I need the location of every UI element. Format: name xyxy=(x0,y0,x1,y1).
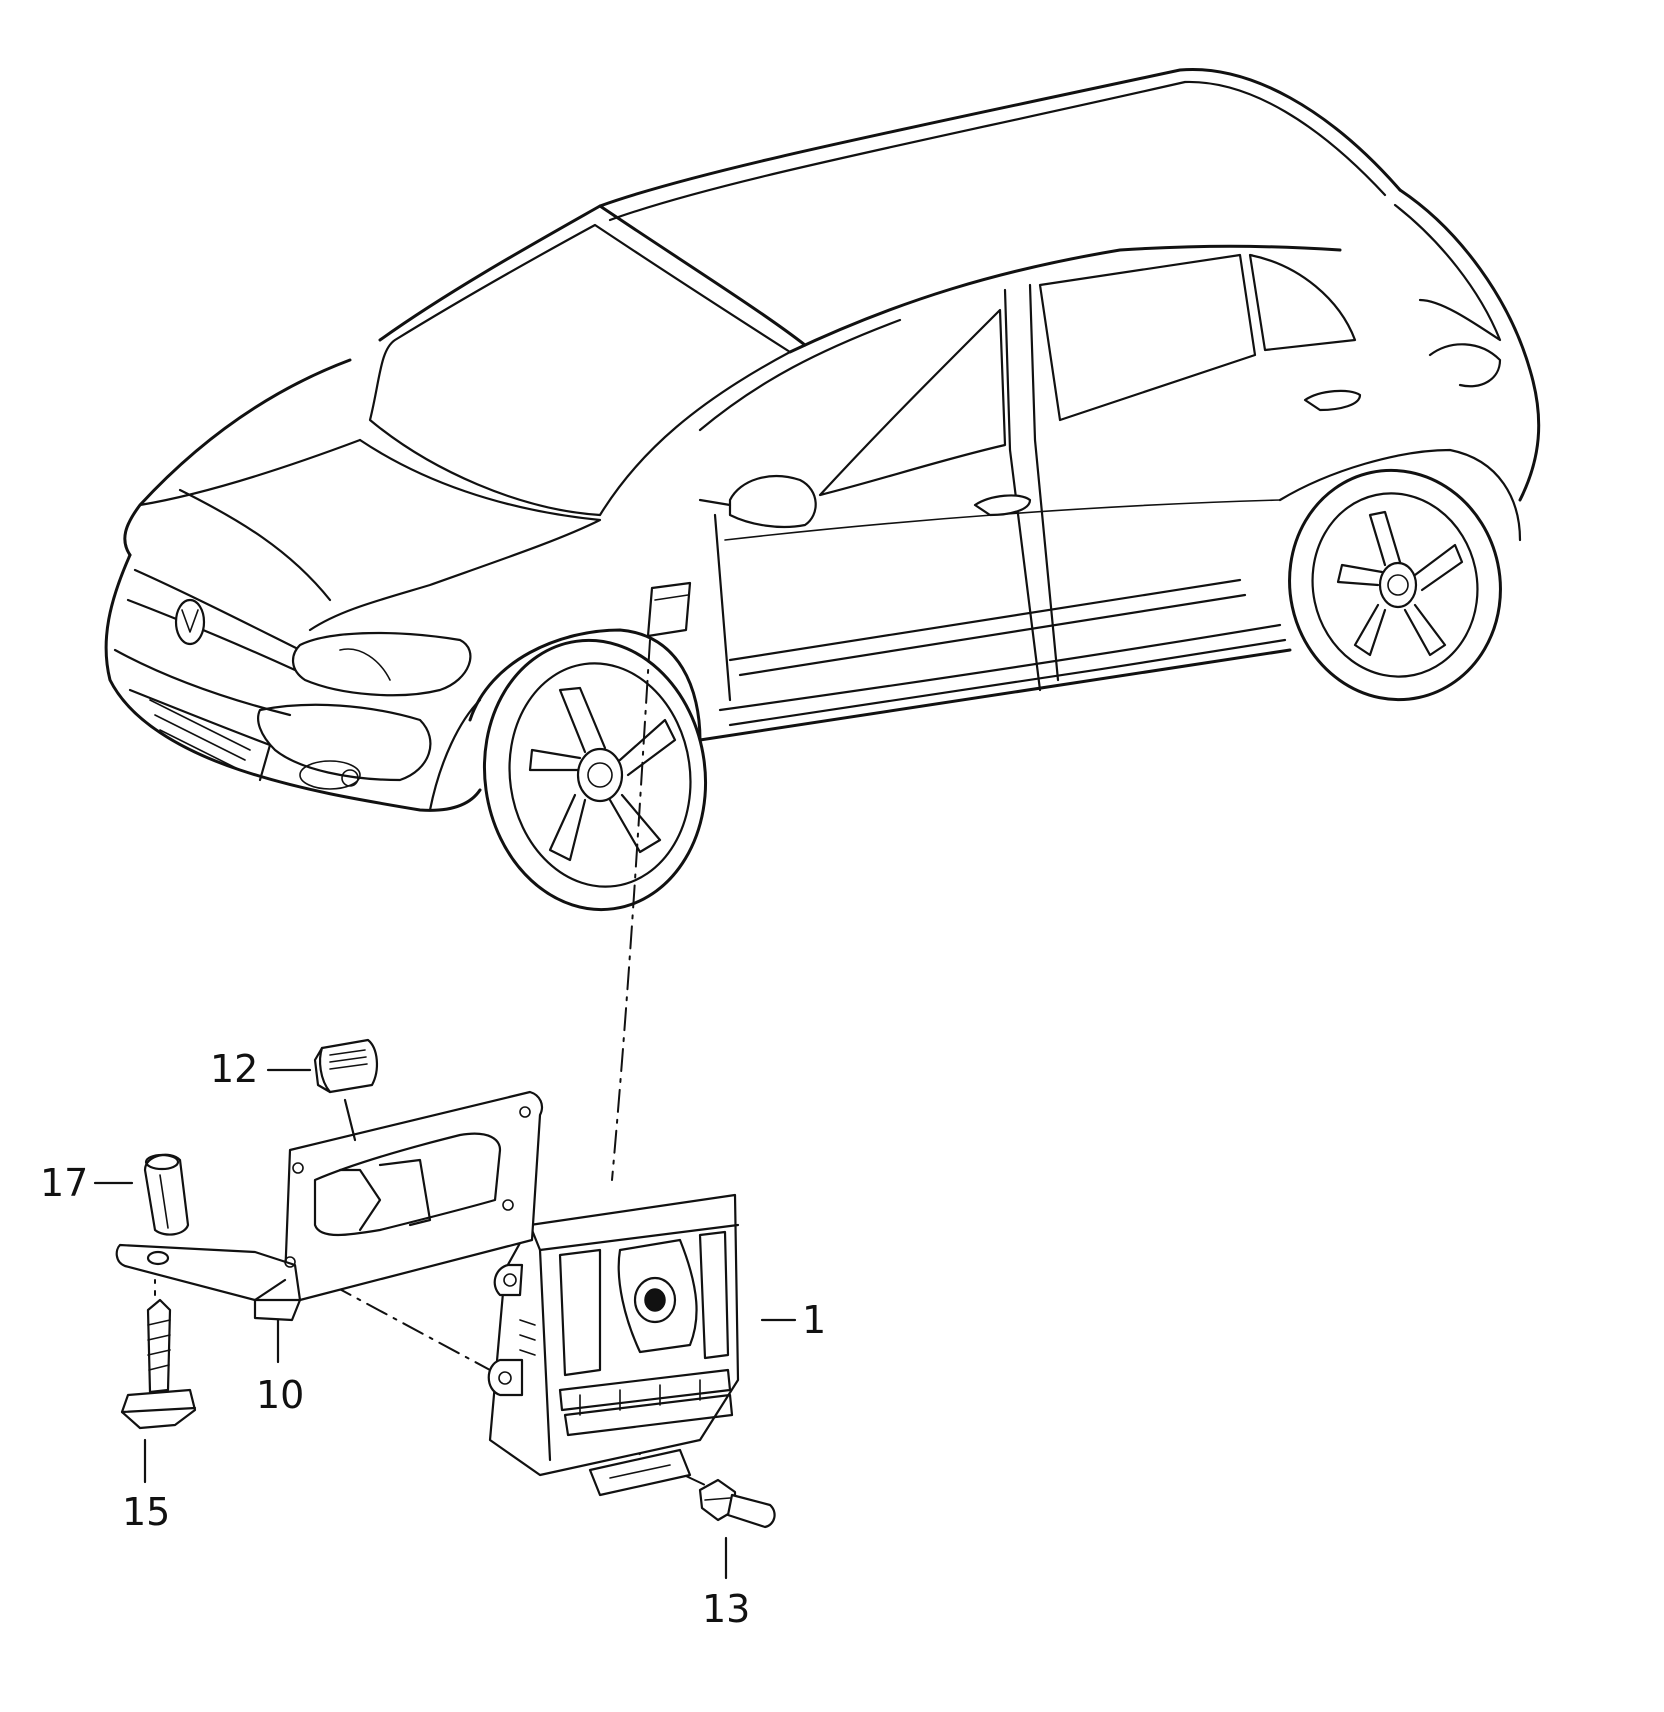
front-wheel xyxy=(482,638,708,912)
callout-1: 1 xyxy=(802,1298,826,1342)
callout-10: 10 xyxy=(256,1373,304,1417)
part-15-screw xyxy=(120,1298,197,1430)
callout-13: 13 xyxy=(702,1587,750,1631)
part-12-clip xyxy=(313,1038,378,1142)
callout-15: 15 xyxy=(122,1490,170,1534)
part-10-bracket xyxy=(115,1090,544,1322)
callout-17: 17 xyxy=(40,1161,88,1205)
callouts: 1 12 17 10 15 13 xyxy=(40,1047,826,1631)
part-17-nut xyxy=(143,1153,190,1236)
leader-lines xyxy=(93,1068,797,1580)
car-illustration xyxy=(104,67,1541,912)
part-13-bolt xyxy=(698,1478,776,1529)
callout-12: 12 xyxy=(210,1047,258,1091)
rear-wheel xyxy=(1288,468,1502,702)
